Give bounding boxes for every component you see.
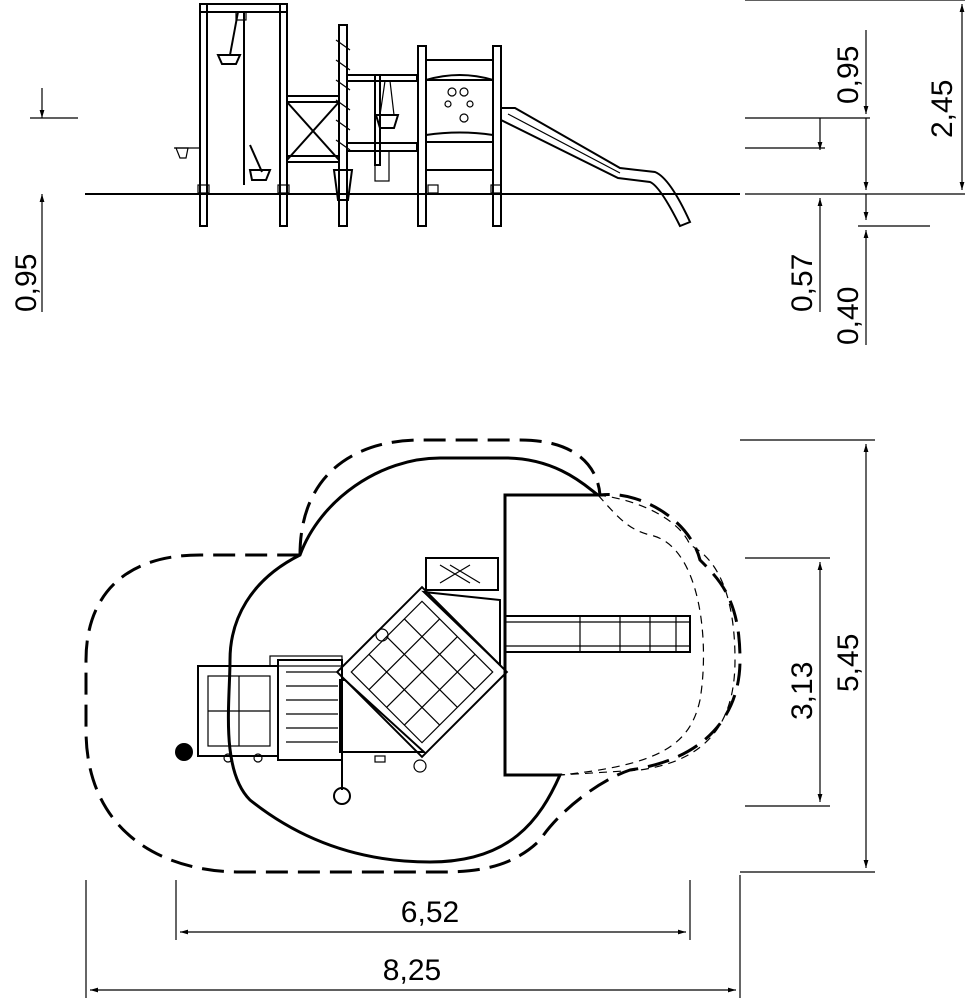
main-platform: [335, 585, 509, 759]
swing-plan: [175, 665, 279, 763]
slide: [500, 107, 692, 228]
top-panel: [425, 557, 499, 591]
dim-left-height: 0,95: [10, 88, 78, 312]
slide-plan: [504, 615, 691, 653]
foundation-depth-label: 0,40: [832, 287, 865, 345]
left-height-label: 0,95: [10, 254, 43, 312]
plan-view: 3,13 5,45 6,52 8,25: [84, 438, 875, 998]
total-height-label: 2,45: [926, 80, 959, 138]
dim-right-heights: 2,45 0,95 0,57 0,40: [745, 0, 965, 345]
platform-height-top-label: 0,95: [832, 46, 865, 104]
width-inner-label: 6,52: [401, 896, 459, 929]
impact-zone-inner: [226, 456, 604, 864]
swing-seat-icon: [175, 743, 193, 761]
platform-height-mid-label: 0,57: [786, 254, 819, 312]
width-outer-label: 8,25: [383, 954, 441, 987]
platform-ramp: [421, 590, 501, 668]
elevation-view: 0,95 2,45 0,95 0,57 0,4: [10, 0, 965, 345]
swing-frame: [174, 3, 290, 227]
small-swing: [346, 74, 418, 182]
dim-plan-width: 6,52 8,25: [85, 875, 741, 998]
cross-brace: [286, 95, 340, 163]
slide-runout-zone: [559, 494, 736, 776]
climbing-pole: [332, 24, 354, 227]
depth-outer-label: 5,45: [832, 634, 865, 692]
pole-base: [333, 628, 427, 805]
tower: [417, 45, 502, 227]
depth-inner-label: 3,13: [786, 662, 819, 720]
safety-zone-outer: [84, 438, 742, 874]
dim-plan-depth: 3,13 5,45: [740, 439, 875, 873]
bridge-deck: [269, 655, 343, 761]
